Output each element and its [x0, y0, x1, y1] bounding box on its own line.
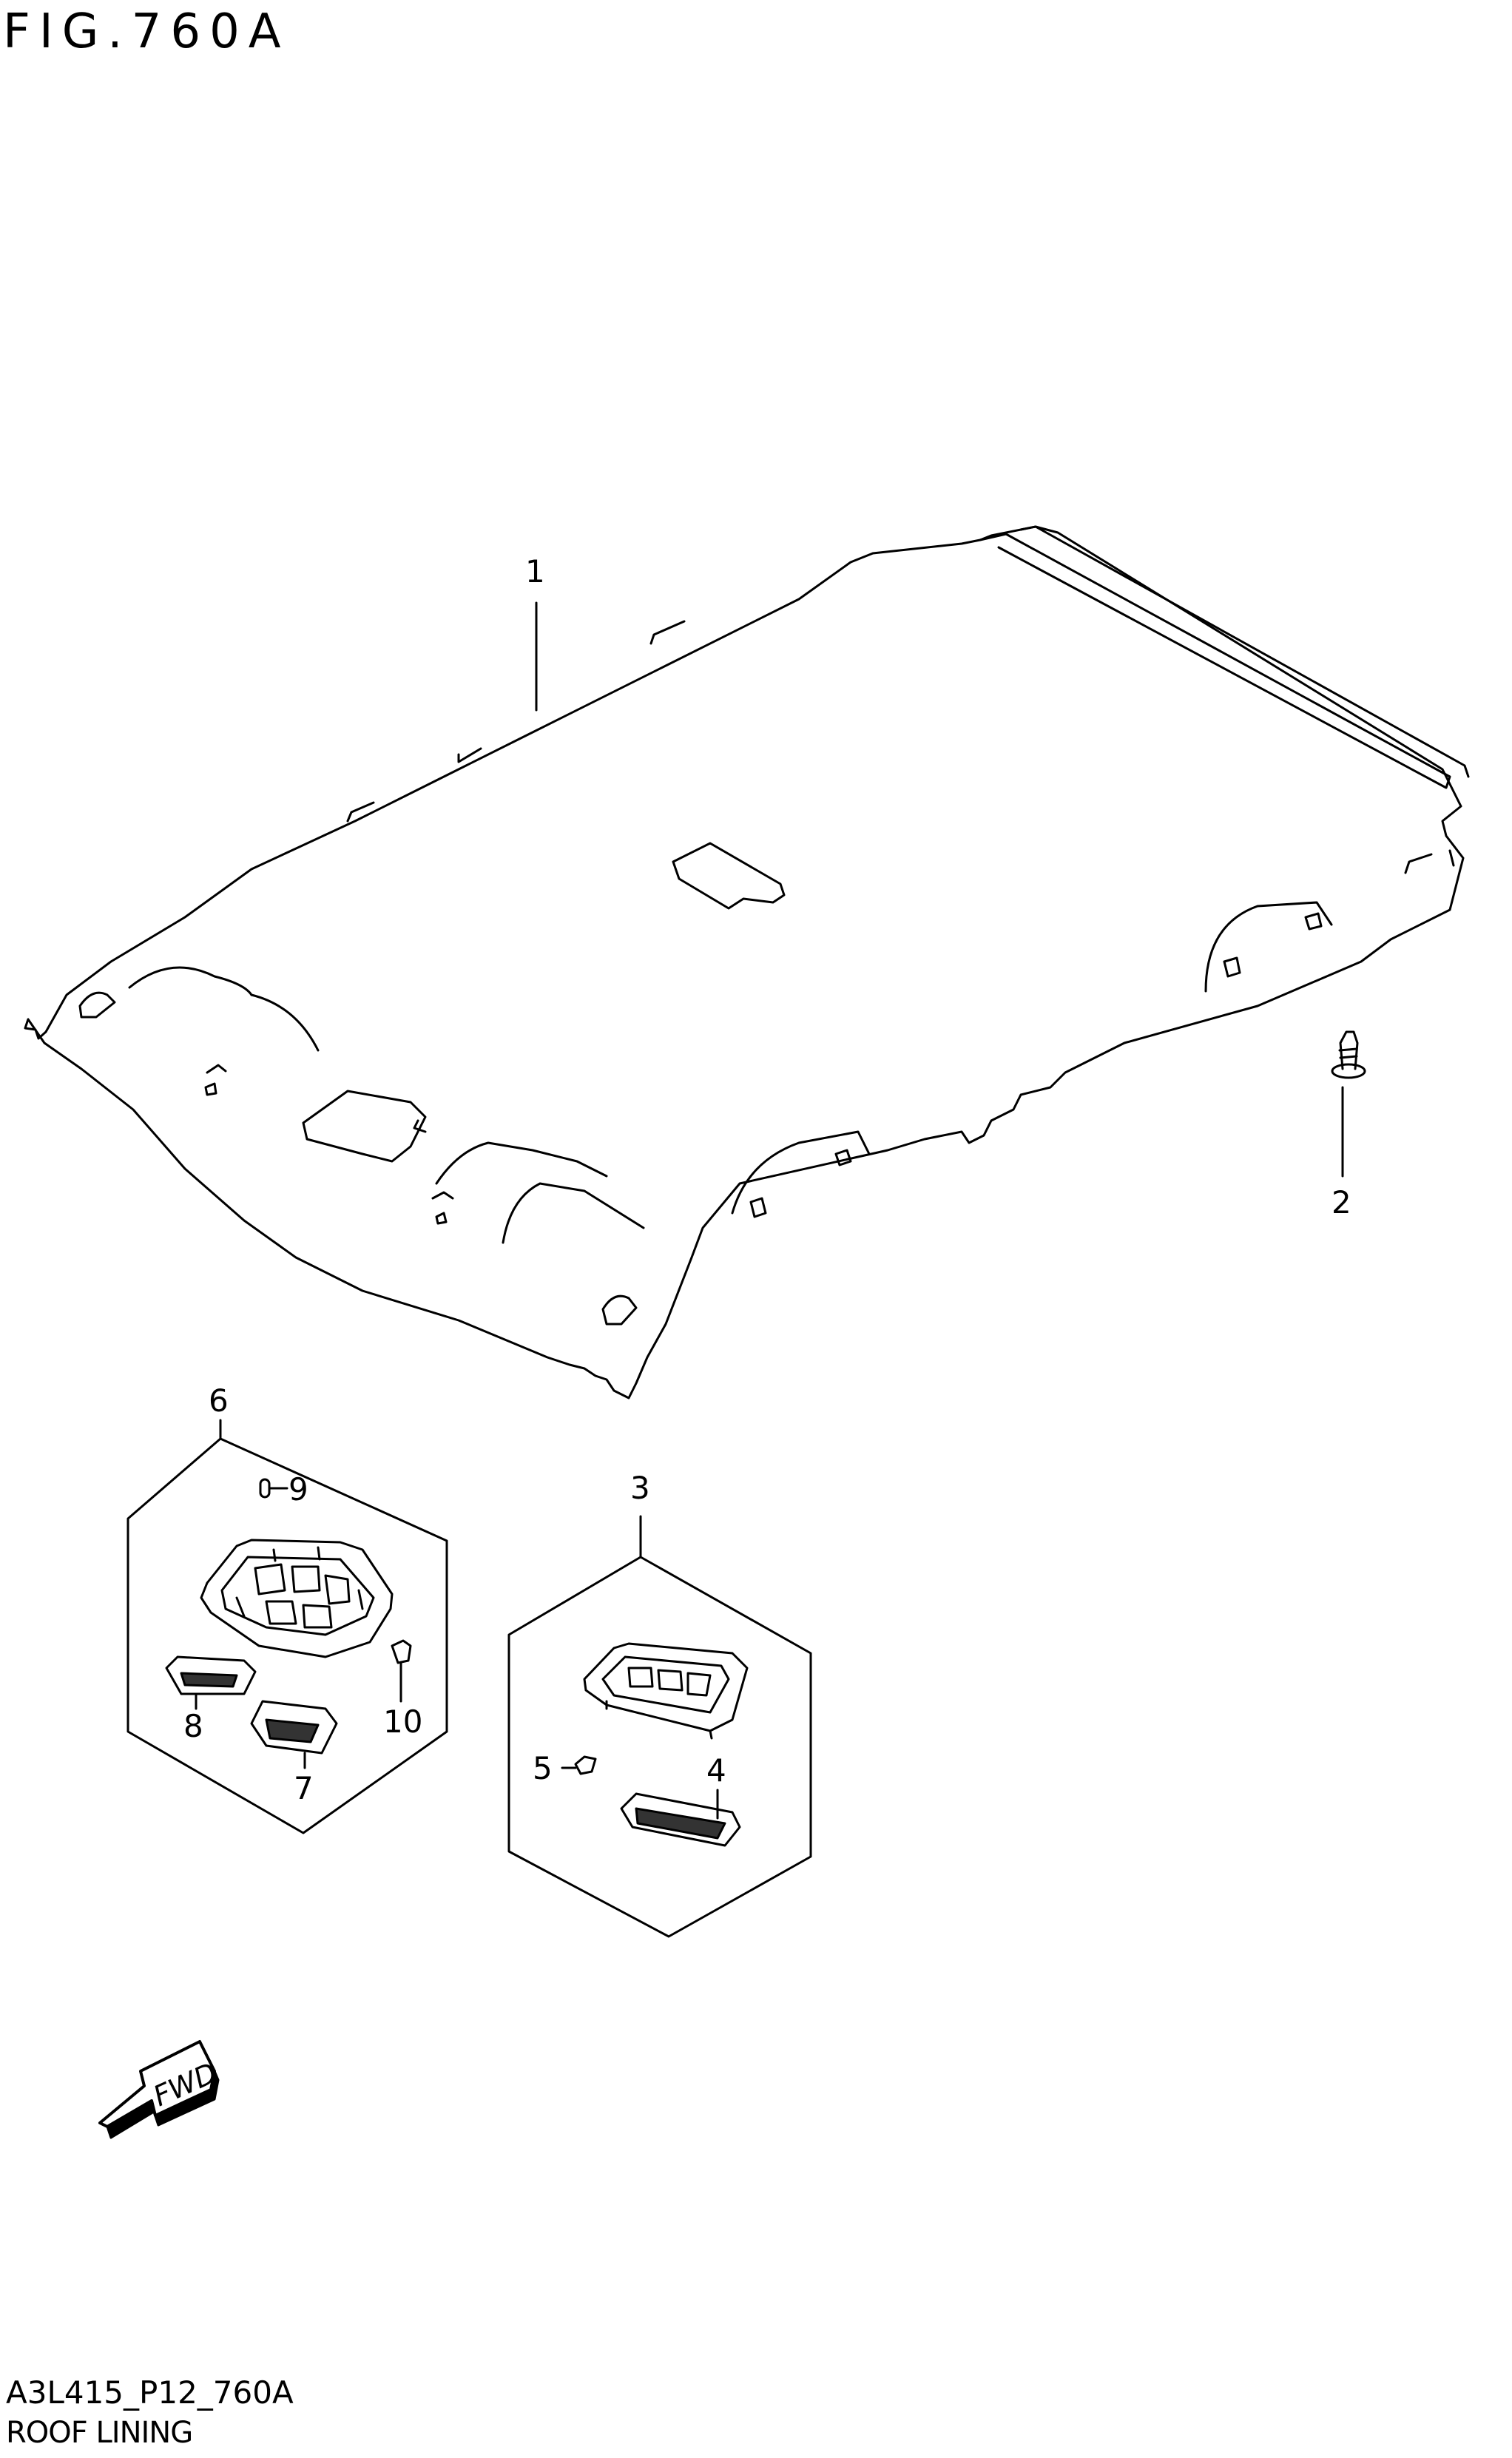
callout-6: 6 [209, 1382, 229, 1419]
room-lamp-group-frame [507, 1556, 812, 1938]
callout-10: 10 [383, 1704, 422, 1740]
callout-5: 5 [533, 1750, 553, 1786]
lens-7 [250, 1700, 338, 1769]
callout-2: 2 [1332, 1184, 1351, 1220]
callout-4: 4 [706, 1752, 726, 1789]
bulb-5 [561, 1755, 597, 1775]
bulb-9 [259, 1478, 288, 1499]
callout-1: 1 [525, 553, 545, 590]
figure-title: FIG.760A [3, 4, 290, 59]
fwd-arrow-icon: FWD [98, 2040, 222, 2139]
drawing-code: A3L415_P12_760A [6, 2374, 294, 2411]
front-lamp-housing [200, 1539, 394, 1658]
room-lamp-housing [583, 1642, 749, 1740]
callout-9: 9 [288, 1471, 308, 1507]
roof-lining [24, 525, 1470, 1399]
drawing-name: ROOF LINING [6, 2416, 193, 2450]
callout-8: 8 [183, 1708, 203, 1744]
lens-8 [165, 1655, 257, 1710]
room-lamp-lens-4 [620, 1789, 741, 1847]
clip [1331, 1030, 1366, 1079]
front-lamp-group-frame [126, 1437, 448, 1834]
callout-3: 3 [630, 1470, 650, 1506]
screw-10 [391, 1639, 412, 1703]
callout-7: 7 [294, 1770, 314, 1806]
